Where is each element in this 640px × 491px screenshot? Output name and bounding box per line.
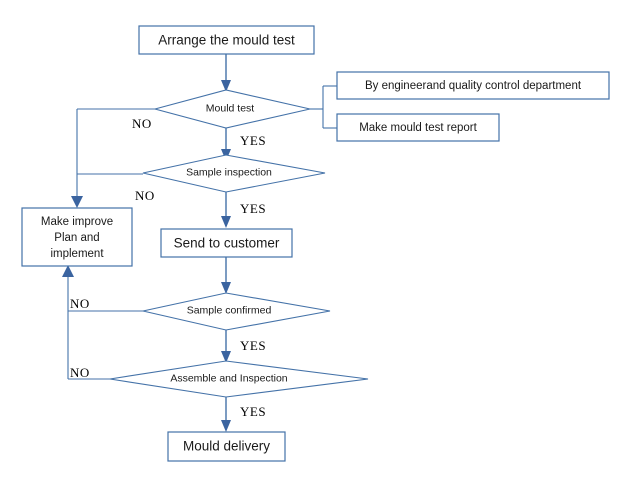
node-mould-delivery[interactable]: Mould delivery xyxy=(167,431,286,462)
edge-label-sample-inspection-yes: YES xyxy=(240,201,266,216)
node-by-engineer-qc[interactable]: By engineerand quality control departmen… xyxy=(336,71,610,100)
node-send-to-customer[interactable]: Send to customer xyxy=(160,228,293,258)
edge-sampleinspection-yes xyxy=(221,192,231,228)
node-sample-inspection-decision[interactable]: Sample inspection xyxy=(142,154,326,193)
node-mould-delivery-label: Mould delivery xyxy=(183,439,270,454)
node-assemble-inspection-decision[interactable]: Assemble and Inspection xyxy=(109,360,369,398)
node-make-improve-plan[interactable]: Make improve Plan and implement xyxy=(21,207,133,267)
edge-sendcustomer-to-sampleconfirmed xyxy=(221,257,231,294)
edge-label-sample-inspection-no: NO xyxy=(135,188,155,203)
node-make-test-report[interactable]: Make mould test report xyxy=(336,113,500,142)
edge-label-mould-test-no: NO xyxy=(132,116,152,131)
node-make-improve-line3: implement xyxy=(50,248,104,260)
edge-arrange-to-mouldtest xyxy=(221,54,231,92)
node-make-test-report-label: Make mould test report xyxy=(359,122,477,134)
node-mould-test-label: Mould test xyxy=(206,102,255,114)
node-make-improve-line1: Make improve xyxy=(41,216,113,228)
edge-label-sample-confirmed-no: NO xyxy=(70,296,90,311)
node-send-to-customer-label: Send to customer xyxy=(174,236,280,251)
node-assemble-inspection-label: Assemble and Inspection xyxy=(170,372,287,384)
node-sample-confirmed-label: Sample confirmed xyxy=(187,304,272,316)
node-by-engineer-qc-label: By engineerand quality control departmen… xyxy=(365,80,582,92)
edge-mouldtest-no xyxy=(71,108,155,208)
edge-label-mould-test-yes: YES xyxy=(240,133,266,148)
node-arrange-mould-test-label: Arrange the mould test xyxy=(158,33,295,48)
edge-assemble-no xyxy=(67,311,110,380)
node-mould-test-decision[interactable]: Mould test xyxy=(152,89,311,129)
edge-mouldtest-to-side-boxes xyxy=(310,85,337,129)
edge-sampleconfirmed-yes xyxy=(221,330,231,363)
edge-label-assemble-no: NO xyxy=(70,365,90,380)
node-arrange-mould-test[interactable]: Arrange the mould test xyxy=(138,25,315,55)
node-sample-confirmed-decision[interactable]: Sample confirmed xyxy=(142,292,331,331)
node-sample-inspection-label: Sample inspection xyxy=(186,166,272,178)
edge-label-assemble-yes: YES xyxy=(240,404,266,419)
edge-assemble-yes xyxy=(221,397,231,432)
edge-label-sample-confirmed-yes: YES xyxy=(240,338,266,353)
edge-sampleconfirmed-no xyxy=(62,265,143,312)
node-make-improve-line2: Plan and xyxy=(54,232,99,244)
